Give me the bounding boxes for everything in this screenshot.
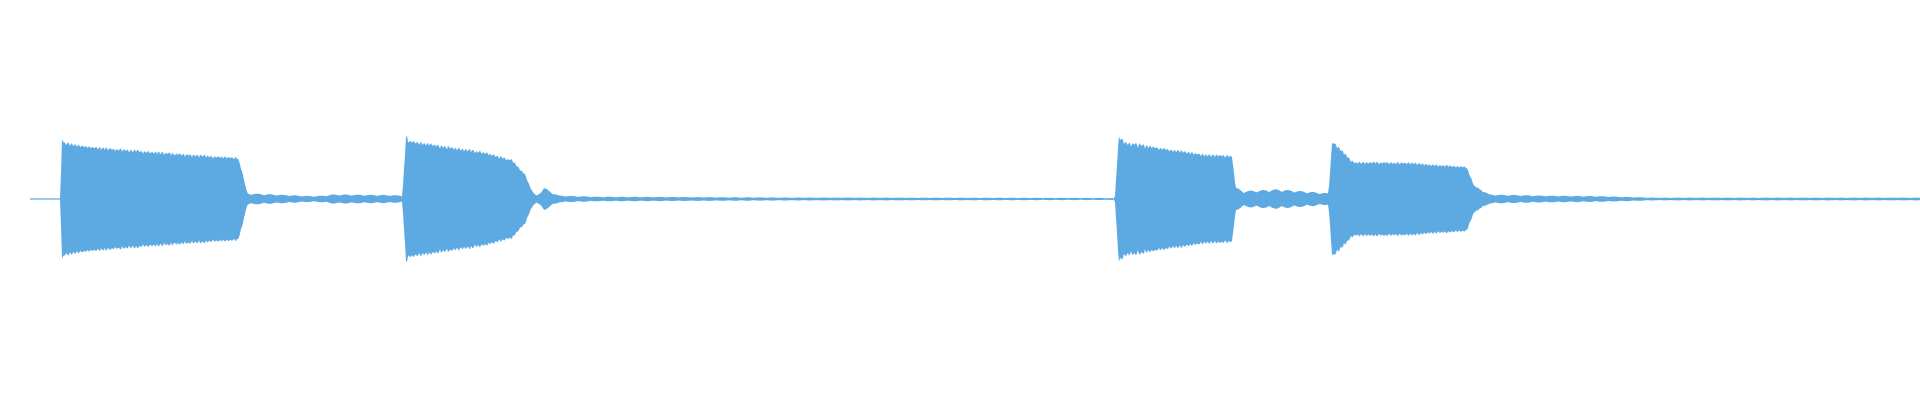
audio-waveform <box>30 136 1920 262</box>
waveform-canvas <box>30 136 1920 262</box>
